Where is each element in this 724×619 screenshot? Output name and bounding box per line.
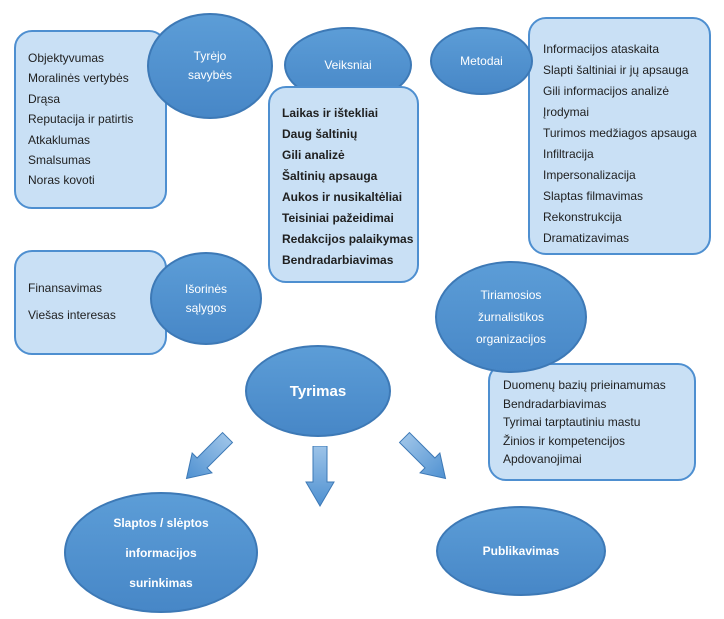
- methods-bubble: Metodai: [430, 27, 533, 95]
- method-item: Dramatizavimas: [543, 231, 630, 245]
- factor-item: Bendradarbiavimas: [282, 253, 394, 267]
- bubble-line: Metodai: [460, 53, 503, 68]
- factor-item: Teisiniai pažeidimai: [282, 211, 394, 225]
- method-item: Slapti šaltiniai ir jų apsauga: [543, 63, 689, 77]
- bubble-line: savybės: [187, 68, 233, 82]
- bubble-line: informacijos: [125, 545, 197, 560]
- method-item: Slaptas filmavimas: [543, 189, 644, 203]
- trait-item: Reputacija ir patirtis: [28, 112, 134, 127]
- trait-item: Moralinės vertybės: [28, 71, 129, 86]
- factor-item: Laikas ir ištekliai: [282, 106, 379, 120]
- bubble-line: Išorinės: [184, 281, 228, 296]
- factors-bubble-label: Veiksniai: [324, 56, 371, 75]
- method-item: Informacijos ataskaita: [543, 42, 660, 56]
- secret-info-outcome-bubble: Slaptos / slėptos informacijos surinkimas: [64, 492, 258, 613]
- organization-item: Tyrimai tarptautiniu mastu: [503, 415, 641, 430]
- factor-item: Gili analizė: [282, 148, 345, 162]
- factor-item: Aukos ir nusikaltėliai: [282, 190, 403, 204]
- bubble-line: Tyrėjo: [193, 49, 227, 63]
- bubble-line: Slaptos / slėptos: [113, 515, 209, 530]
- trait-item: Atkaklumas: [28, 132, 91, 147]
- trait-item: Drąsa: [28, 91, 61, 106]
- external-conditions-bubble-label: Išorinės sąlygos: [185, 280, 227, 318]
- trait-item: Noras kovoti: [28, 173, 95, 188]
- arrow-down-left-icon: [185, 431, 234, 480]
- factor-item: Daug šaltinių: [282, 127, 358, 141]
- researcher-traits-bubble-label: Tyrėjo savybės: [188, 47, 232, 85]
- arrow-down-right-icon: [398, 431, 447, 480]
- method-item: Turimos medžiagos apsauga: [543, 126, 697, 140]
- publishing-outcome-bubble: Publikavimas: [436, 506, 606, 596]
- researcher-traits-bubble: Tyrėjo savybės: [147, 13, 273, 119]
- organization-item: Žinios ir kompetencijos: [503, 433, 626, 448]
- organizations-bubble-label: Tiriamosios žurnalistikos organizacijos: [476, 284, 546, 350]
- bubble-line: surinkimas: [129, 575, 193, 590]
- method-item: Įrodymai: [543, 105, 590, 119]
- arrow-down-icon: [305, 446, 335, 507]
- method-item: Infiltracija: [543, 147, 594, 161]
- publishing-outcome-label: Publikavimas: [482, 544, 560, 558]
- factor-item: Šaltinių apsauga: [282, 169, 378, 183]
- research-center-bubble: Tyrimas: [245, 345, 391, 437]
- method-item: Gili informacijos analizė: [543, 84, 670, 98]
- factor-item: Redakcijos palaikymas: [282, 232, 414, 246]
- bubble-line: Veiksniai: [324, 57, 372, 72]
- external-condition-item: Viešas interesas: [28, 308, 116, 322]
- method-item: Rekonstrukcija: [543, 210, 622, 224]
- trait-item: Objektyvumas: [28, 51, 105, 65]
- bubble-line: žurnalistikos: [477, 310, 544, 324]
- secret-info-outcome-label: Slaptos / slėptos informacijos surinkimas: [113, 508, 208, 598]
- trait-item: Smalsumas: [28, 153, 91, 168]
- methods-bubble-label: Metodai: [460, 52, 503, 71]
- method-item: Impersonalizacija: [543, 168, 636, 182]
- organizations-bubble: Tiriamosios žurnalistikos organizacijos: [435, 261, 587, 373]
- bubble-line: Tiriamosios: [480, 288, 542, 302]
- organization-item: Duomenų bazių prieinamumas: [503, 378, 666, 392]
- external-condition-item: Finansavimas: [28, 281, 103, 295]
- bubble-line: sąlygos: [185, 300, 227, 315]
- organization-item: Apdovanojimai: [503, 452, 582, 467]
- organization-item: Bendradarbiavimas: [503, 396, 607, 411]
- research-center-label: Tyrimas: [289, 382, 347, 400]
- external-conditions-bubble: Išorinės sąlygos: [150, 252, 262, 345]
- bubble-line: organizacijos: [475, 332, 547, 346]
